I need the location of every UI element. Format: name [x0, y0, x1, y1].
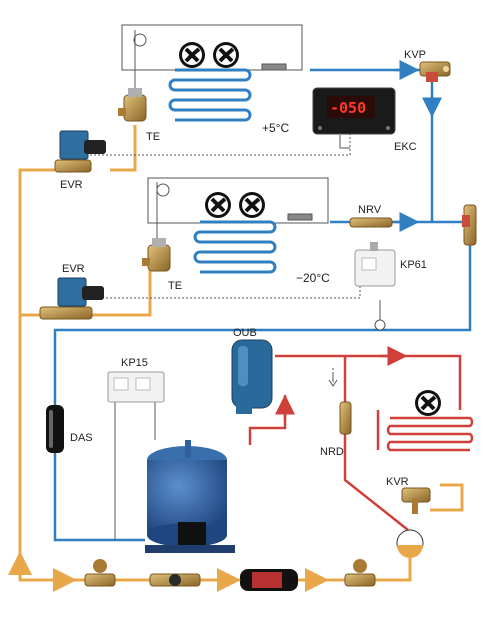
sight-glass-right — [344, 559, 376, 587]
fan-icon — [415, 390, 441, 416]
label-evr-upper: EVR — [60, 179, 83, 191]
evr-valve-lower — [39, 277, 104, 320]
kvr-valve — [401, 487, 431, 514]
liquid-line — [18, 125, 464, 582]
te-valve-upper — [118, 88, 147, 122]
upper-evaporator — [121, 24, 303, 122]
nrv-valve — [349, 217, 393, 228]
label-evr-lower: EVR — [62, 263, 85, 275]
label-nrv: NRV — [358, 204, 382, 216]
te-valve-lower — [142, 238, 171, 272]
label-kp15: KP15 — [121, 357, 148, 369]
oub-oil-separator — [231, 339, 273, 414]
temp-upper: +5°C — [262, 121, 289, 135]
das-accumulator — [46, 405, 64, 453]
flow-arrow-icon — [328, 372, 338, 387]
nrd-valve — [339, 401, 352, 435]
lower-evaporator — [147, 177, 329, 274]
signal-wires — [70, 125, 361, 382]
temp-lower: −20°C — [296, 271, 330, 285]
fan-icon — [239, 192, 265, 218]
label-kvr: KVR — [386, 476, 409, 488]
controller-display: -050 — [330, 99, 366, 117]
label-te-lower: TE — [168, 280, 182, 292]
label-nrd: NRD — [320, 446, 344, 458]
label-te-upper: TE — [146, 131, 160, 143]
sight-glass-left — [84, 559, 116, 587]
ekc-controller: -050 — [312, 87, 396, 135]
kp61-thermostat — [354, 242, 396, 287]
condenser — [386, 390, 474, 452]
sensor-wires — [114, 135, 386, 540]
discharge-line — [248, 354, 462, 531]
fan-icon — [213, 42, 239, 68]
suction-header-valve — [462, 204, 477, 246]
label-ekc: EKC — [394, 141, 417, 153]
sight-glass-middle — [149, 573, 201, 587]
fan-icon — [179, 42, 205, 68]
kp15-pressure-switch — [107, 371, 165, 403]
label-kvp: KVP — [404, 49, 426, 61]
label-oub: OUB — [233, 327, 257, 339]
fan-icon — [205, 192, 231, 218]
receiver — [396, 529, 424, 558]
label-das: DAS — [70, 432, 93, 444]
compressor — [145, 440, 235, 553]
kvp-valve — [419, 61, 451, 82]
filter-drier — [240, 569, 298, 591]
evr-valve-upper — [54, 130, 106, 173]
label-kp61: KP61 — [400, 259, 427, 271]
